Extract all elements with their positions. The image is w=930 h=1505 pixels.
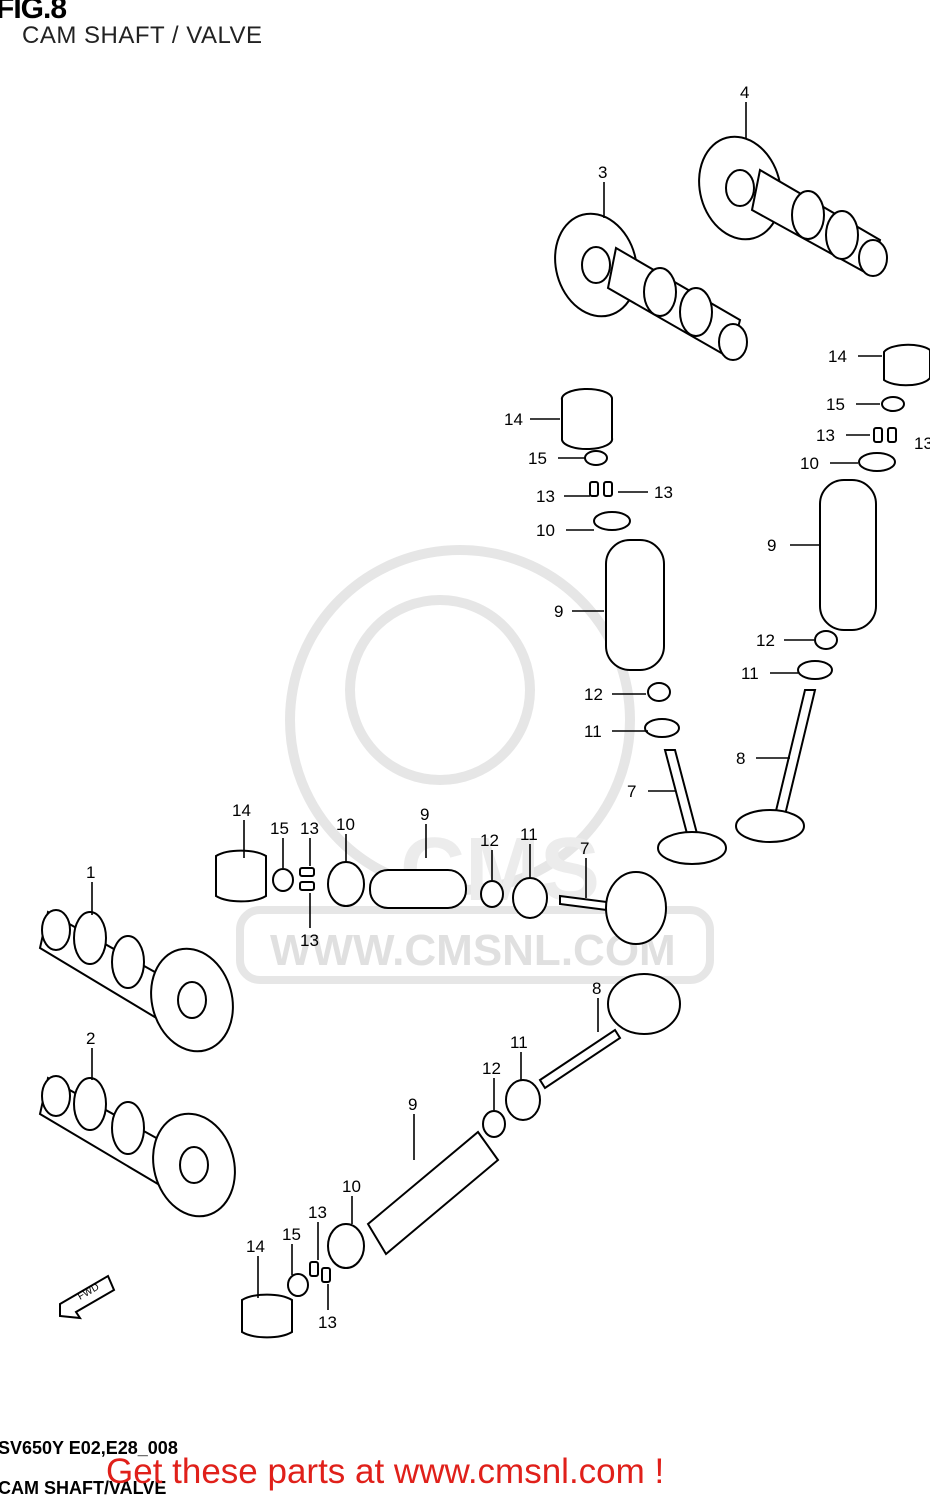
callout-9-upper: 9: [420, 805, 429, 824]
model-reference: SV650Y E02,E28_008: [0, 1438, 178, 1458]
fwd-arrow: FWD: [59, 1274, 116, 1320]
callout-4: 4: [740, 83, 749, 102]
callout-9-mid: 9: [554, 602, 563, 621]
valve-assembly-right: [735, 343, 930, 843]
callout-14-lower: 14: [246, 1237, 265, 1256]
callout-15-right: 15: [826, 395, 845, 414]
callout-15-lower: 15: [282, 1225, 301, 1244]
callout-13-mid-a: 13: [536, 487, 555, 506]
callout-10-lower: 10: [342, 1177, 361, 1196]
callout-2: 2: [86, 1029, 95, 1048]
callout-10-mid: 10: [536, 521, 555, 540]
callout-11-mid: 11: [584, 722, 602, 741]
callouts: 4 3 1 2 14 15 13 13 10 9 12 11 8 14 15 1…: [86, 83, 930, 1332]
callout-15-upper: 15: [270, 819, 289, 838]
camshaft-2: [38, 1075, 236, 1218]
callout-14-right: 14: [828, 347, 847, 366]
leader-lines: [91, 102, 882, 1310]
buy-parts-link[interactable]: Get these parts at www.cmsnl.com !: [106, 1452, 665, 1491]
callout-13-right-a: 13: [816, 426, 835, 445]
callout-11-right: 11: [741, 664, 759, 683]
callout-3: 3: [598, 163, 607, 182]
camshaft-4: [698, 135, 888, 277]
callout-10-right: 10: [800, 454, 819, 473]
callout-8-right: 8: [736, 749, 745, 768]
watermark-url: WWW.CMSNL.COM: [270, 926, 676, 975]
callout-12-mid: 12: [584, 685, 603, 704]
callout-13-right-b: 13: [914, 434, 930, 453]
footer-caption: CAM SHAFT/VALVE: [0, 1478, 167, 1498]
callout-15-mid: 15: [528, 449, 547, 468]
callout-12-right: 12: [756, 631, 775, 650]
valve-assembly-lower-diagonal: [241, 973, 681, 1339]
callout-9-right: 9: [767, 536, 776, 555]
callout-10-upper: 10: [336, 815, 355, 834]
valve-assembly-middle: [560, 387, 727, 865]
callout-7-mid: 7: [627, 782, 636, 801]
valve-assembly-upper-horizontal: [215, 849, 667, 945]
camshaft-1: [38, 909, 234, 1053]
callout-8-lower: 8: [592, 979, 601, 998]
callout-1: 1: [86, 863, 95, 882]
callout-13-lower-b: 13: [318, 1313, 337, 1332]
callout-9-lower: 9: [408, 1095, 417, 1114]
callout-11-lower: 11: [510, 1033, 528, 1052]
callout-14-upper: 14: [232, 801, 251, 820]
callout-12-upper: 12: [480, 831, 499, 850]
callout-13-mid-b: 13: [654, 483, 673, 502]
figure-title: CAM SHAFT / VALVE: [22, 22, 263, 49]
callout-13-upper-a: 13: [300, 819, 319, 838]
callout-7-upper: 7: [580, 839, 589, 858]
callout-13-upper-b: 13: [300, 931, 319, 950]
callout-13-lower-a: 13: [308, 1203, 327, 1222]
callout-11-upper: 11: [520, 825, 538, 844]
callout-12-lower: 12: [482, 1059, 501, 1078]
figure-number: FIG.8: [0, 0, 67, 25]
camshaft-3: [554, 212, 748, 361]
callout-14-mid: 14: [504, 410, 523, 429]
